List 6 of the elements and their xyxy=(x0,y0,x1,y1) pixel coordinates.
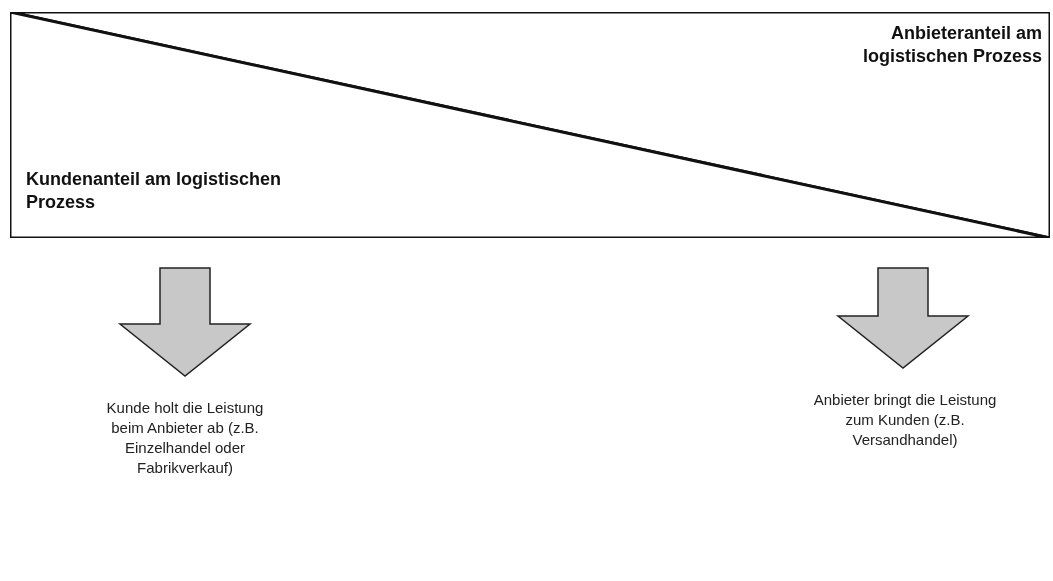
block-arrow xyxy=(835,267,971,369)
share-label: Anbieteranteil am logistischen Prozess xyxy=(861,22,1042,68)
block-arrow xyxy=(117,267,253,377)
description-text: Kunde holt die Leistung beim Anbieter ab (z.B. Einzelhandel oder Fabrikverkauf) xyxy=(105,398,265,478)
share-label: Kundenanteil am logistischen Prozess xyxy=(26,168,283,214)
description-text: Anbieter bringt die Leistung zum Kunden (z.B. Versandhandel) xyxy=(812,390,998,450)
